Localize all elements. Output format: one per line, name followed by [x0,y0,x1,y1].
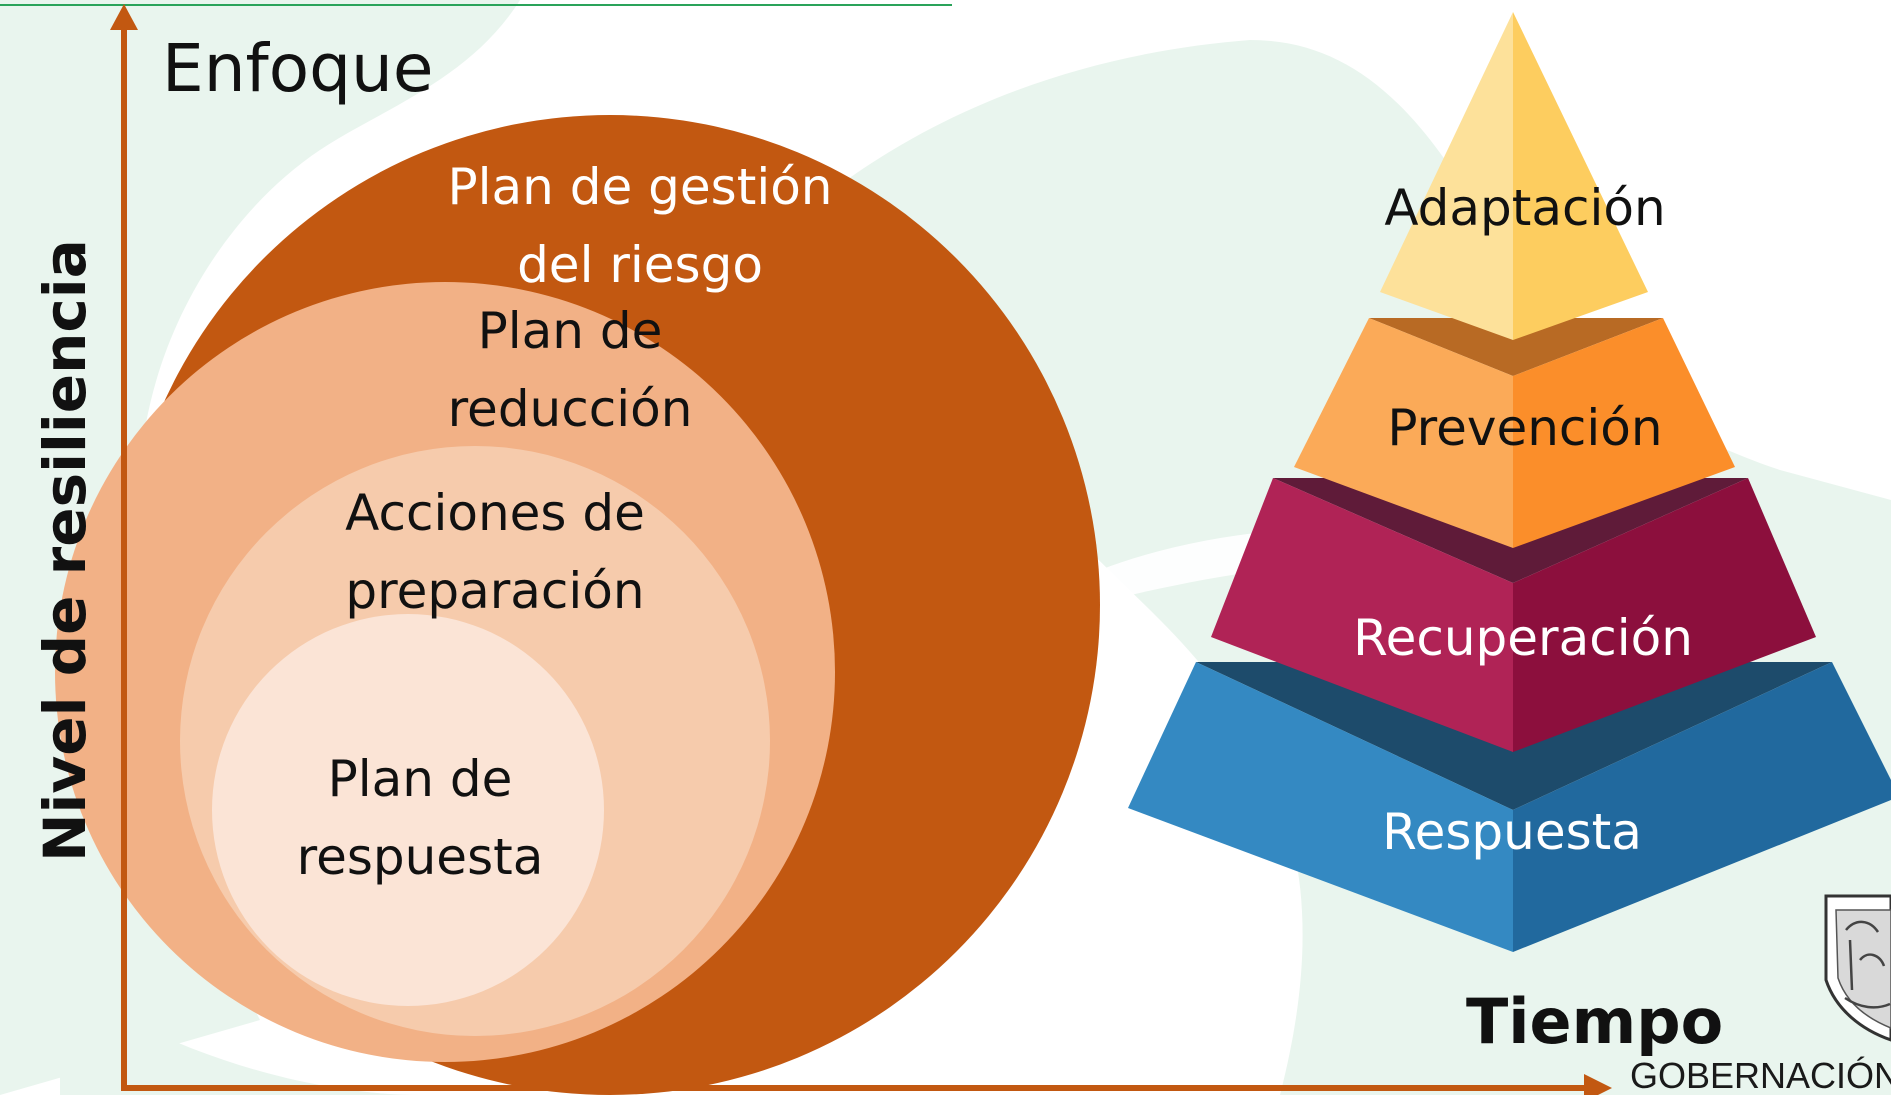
x-axis-arrowhead [1584,1074,1612,1095]
circle-label-plan-respuesta: Plan de respuesta [260,740,580,896]
pyramid-label-prevencion: Prevención [1387,399,1663,457]
circle-label-line: Plan de [327,750,513,808]
circle-label-line: del riesgo [517,236,763,294]
pyramid-tier-respuesta-right [1513,662,1891,952]
pyramid-tier-adaptacion-right [1513,12,1648,340]
pyramid-label-respuesta: Respuesta [1382,803,1642,861]
pyramid-tier-adaptacion-left [1380,12,1513,340]
circle-label-line: respuesta [296,828,544,886]
circle-label-plan-gestion-riesgo: Plan de gestión del riesgo [400,148,880,304]
circle-plan-respuesta [212,614,604,1006]
pyramid-label-recuperacion: Recuperación [1353,609,1693,667]
circle-label-line: Acciones de [345,484,645,542]
circle-label-line: reducción [447,380,693,438]
pyramid-label-adaptacion: Adaptación [1384,179,1666,237]
circle-label-line: preparación [345,562,645,620]
pyramid-tier-recuperacion-left [1211,478,1513,752]
logo-text: GOBERNACIÓN [1630,1055,1891,1096]
nested-circles [55,115,1100,1095]
y-axis-arrowhead [110,4,138,30]
background-wave-bottom [60,980,420,1095]
y-axis-label: Nivel de resiliencia [31,239,99,862]
pyramid-tier-recuperacion-right [1513,478,1816,752]
axes [110,4,1612,1095]
pyramid-tier-respuesta-left [1128,662,1513,952]
pyramid-tier-prevencion-top [1369,318,1663,376]
pyramid [1128,12,1891,952]
pyramid-tier-prevencion-left [1294,318,1513,548]
circle-label-line: Plan de gestión [447,158,833,216]
circle-label-line: Plan de [477,302,663,360]
circle-label-plan-reduccion: Plan de reducción [380,292,760,448]
pyramid-tier-prevencion-right [1513,318,1735,548]
circle-label-acciones-preparacion: Acciones de preparación [300,474,690,630]
diagram-title: Enfoque [162,30,434,107]
x-axis-label: Tiempo [1466,985,1724,1058]
